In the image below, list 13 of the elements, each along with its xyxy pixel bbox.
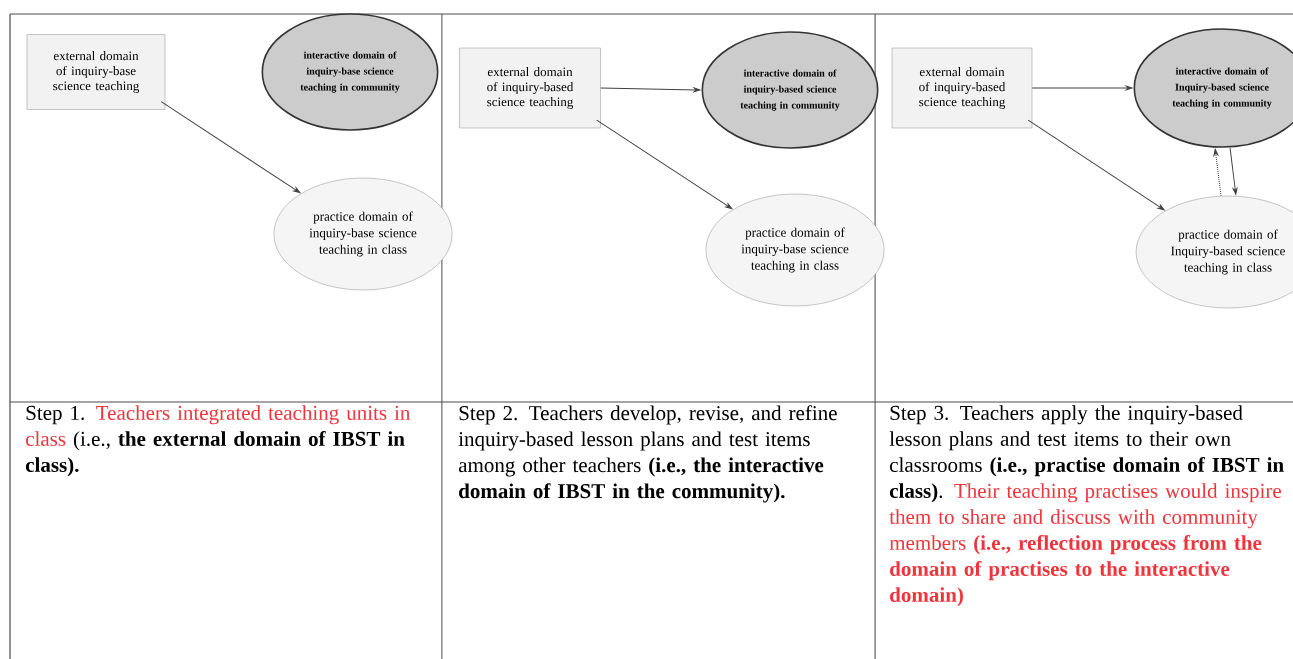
step-description: Step 2. Teachers develop, revise, and refine inquiry-based lesson plans and test items among other teachers (i.e., the interactive domain of IBST in the community). (458, 405, 837, 503)
arrow (600, 87, 701, 93)
step-description: Step 1. Teachers integrated teaching units in class (i.e., the external domain of IBST in class). (25, 405, 411, 477)
domain-box: external domain of inquiry-based science teaching (459, 47, 601, 129)
arrow (1229, 147, 1238, 195)
arrow (1031, 85, 1133, 91)
step-description: Step 3. Teachers apply the inquiry-based lesson plans and test items to their own classrooms (i.e., practise domain of IBST in class). Their teaching practises would inspire them to share and discuss with community members (i.e., reflection process from the domain of practises to the interactive domain) (889, 405, 1284, 607)
arrow (1027, 119, 1165, 211)
arrow (160, 101, 301, 194)
arrow (1213, 148, 1222, 197)
domain-box: external domain of inquiry-based science teaching (891, 47, 1033, 129)
domain-box: external domain of inquiry-base science teaching (26, 34, 166, 110)
arrow (596, 119, 733, 210)
